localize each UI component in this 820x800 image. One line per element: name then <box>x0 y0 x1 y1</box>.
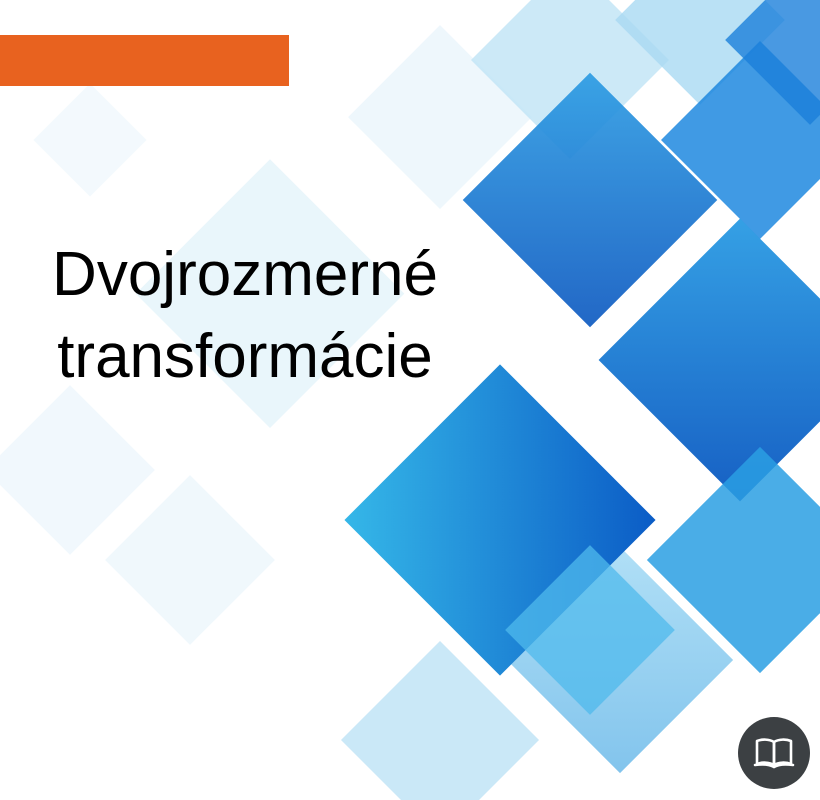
title-line-1: Dvojrozmerné <box>52 240 438 309</box>
book-icon <box>753 738 795 769</box>
orange-accent-bar <box>0 35 289 86</box>
slide-title: Dvojrozmerné transformácie <box>0 234 490 398</box>
reader-button[interactable] <box>738 717 810 789</box>
title-line-2: transformácie <box>57 322 433 391</box>
